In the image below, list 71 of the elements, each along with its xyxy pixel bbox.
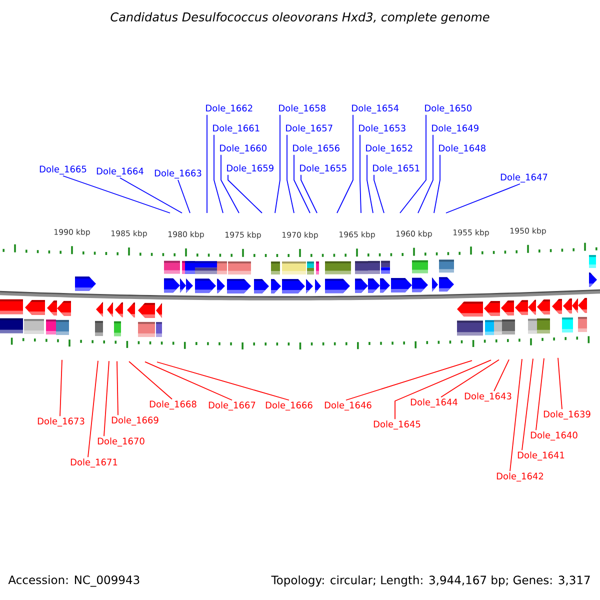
gene-label: Dole_1666 — [266, 402, 312, 410]
leader-line — [220, 154, 240, 214]
leader-line — [536, 358, 544, 431]
gene-label: Dole_1649 — [432, 124, 478, 134]
leader-line — [128, 361, 172, 400]
footer-text: Accession: NC_009943 — [8, 575, 140, 587]
leader-line — [156, 362, 290, 401]
leader-line — [214, 134, 224, 214]
gene-label: Dole_1670 — [98, 438, 144, 446]
leader-line — [286, 134, 294, 214]
gene-label: Dole_1644 — [410, 398, 458, 408]
leader-line — [446, 183, 520, 214]
leader-line — [346, 360, 472, 401]
leader-line — [418, 134, 434, 214]
leader-line — [206, 114, 208, 214]
gene-label: Dole_1673 — [38, 418, 84, 426]
gene-label: Dole_1657 — [286, 124, 332, 134]
gene-label: Dole_1658 — [279, 104, 326, 114]
leader-line — [440, 359, 500, 398]
leader-line — [120, 177, 182, 214]
footer-text: Topology: circular; Length: 3,944,167 bp; Genes: 3,317 — [271, 575, 590, 587]
leader-line — [178, 179, 190, 214]
gene-label: Dole_1660 — [220, 144, 266, 154]
leader-line — [374, 174, 384, 214]
gene-label: Dole_1654 — [352, 104, 399, 114]
gene-label: Dole_1647 — [500, 174, 548, 182]
leader-line — [60, 359, 62, 417]
leader-line — [104, 360, 110, 437]
gene-label: Dole_1669 — [112, 416, 158, 426]
leader-line — [366, 154, 374, 214]
gene-label: Dole_1665 — [40, 166, 86, 174]
gene-label: Dole_1655 — [300, 164, 346, 174]
gene-label: Dole_1646 — [324, 402, 372, 410]
leader-line — [394, 360, 492, 420]
leader-line — [294, 154, 310, 214]
title: Candidatus Desulfococcus oleovorans Hxd3, complete genome — [110, 12, 490, 24]
gene-label: Dole_1661 — [213, 124, 260, 134]
leader-line — [522, 358, 534, 451]
gene-label: Dole_1667 — [208, 402, 256, 410]
leader-line — [62, 175, 170, 214]
gene-label: Dole_1659 — [227, 164, 274, 174]
gene-label: Dole_1642 — [496, 472, 544, 482]
leader-line — [88, 360, 98, 458]
leader-line — [300, 174, 318, 214]
leader-line — [494, 359, 510, 392]
leader-line — [510, 358, 522, 472]
gene-label: Dole_1668 — [150, 400, 196, 410]
leader-line — [336, 114, 354, 214]
leader-line — [558, 357, 562, 410]
gene-label: Dole_1648 — [439, 144, 486, 154]
gene-label: Dole_1645 — [374, 420, 420, 430]
gene-label: Dole_1664 — [96, 168, 144, 176]
leader-line — [434, 154, 440, 214]
gene-label: Dole_1671 — [70, 458, 118, 468]
leader-line — [274, 114, 280, 214]
gene-label: Dole_1652 — [366, 144, 412, 154]
gene-label: Dole_1639 — [544, 410, 590, 420]
gene-label: Dole_1650 — [425, 104, 472, 114]
leader-line — [228, 174, 262, 214]
gene-label: Dole_1663 — [154, 170, 202, 178]
leader-line — [360, 134, 362, 214]
gene-label: Dole_1641 — [518, 452, 564, 460]
gene-label: Dole_1653 — [359, 124, 406, 134]
leader-line — [116, 360, 118, 416]
gene-label: Dole_1662 — [206, 104, 252, 114]
gene-label: Dole_1651 — [373, 164, 420, 174]
gene-label: Dole_1643 — [464, 392, 512, 402]
leader-line — [400, 114, 426, 214]
leader-line — [144, 361, 232, 401]
gene-label: Dole_1656 — [293, 144, 340, 154]
gene-label: Dole_1640 — [530, 432, 578, 440]
